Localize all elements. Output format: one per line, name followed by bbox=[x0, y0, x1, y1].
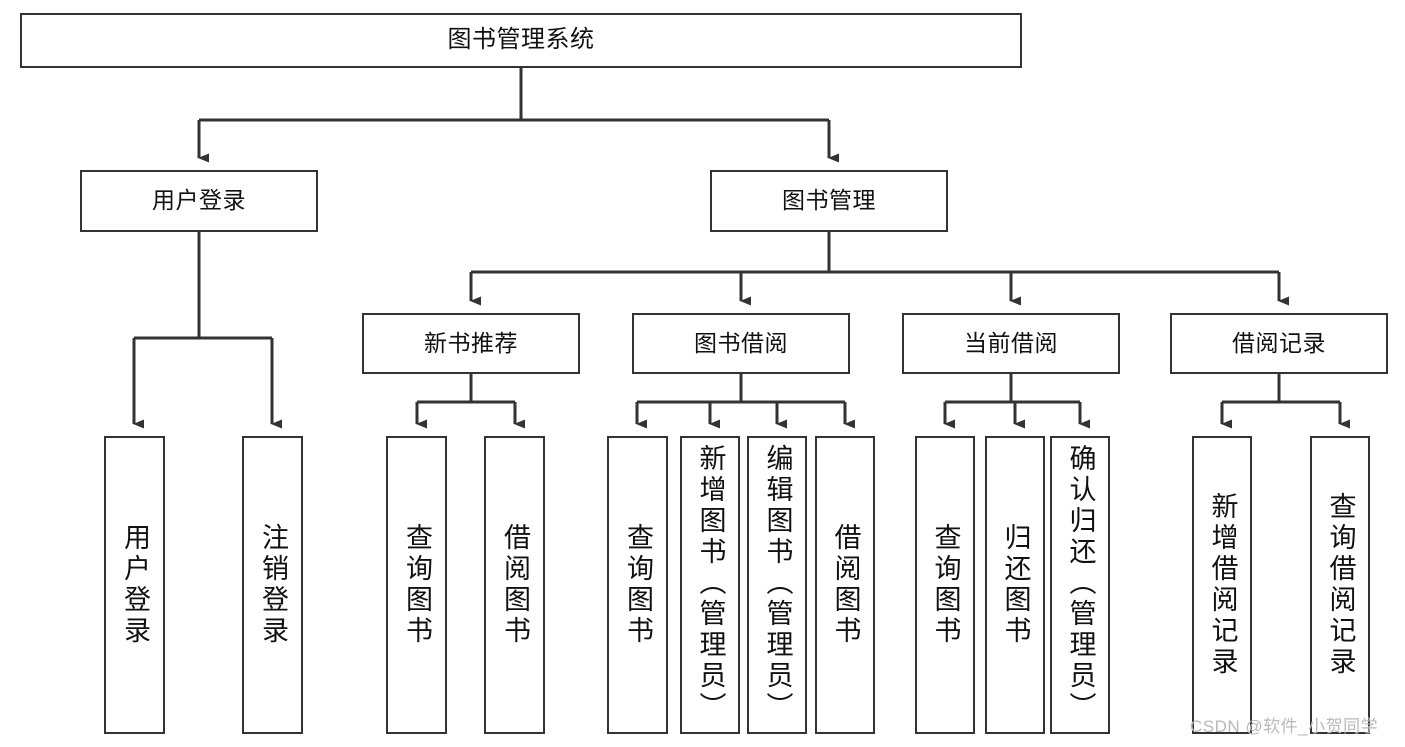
node-leaf-borrow-book-1[interactable]: 借阅图书 bbox=[484, 436, 545, 734]
node-borrow-record-label: 借阅记录 bbox=[1232, 329, 1326, 356]
node-current-borrow[interactable]: 当前借阅 bbox=[902, 313, 1120, 374]
csdn-watermark: CSDN @软件_小贺同学 bbox=[1190, 717, 1379, 736]
node-leaf-add-record-label: 新增借阅记录 bbox=[1207, 492, 1238, 678]
node-leaf-return-book[interactable]: 归还图书 bbox=[985, 436, 1045, 734]
node-leaf-query-book-1[interactable]: 查询图书 bbox=[386, 436, 447, 734]
node-leaf-query-book-1-label: 查询图书 bbox=[402, 523, 432, 647]
node-leaf-query-book-2[interactable]: 查询图书 bbox=[607, 436, 668, 734]
node-leaf-confirm-return-label: 确认归还（管理员） bbox=[1065, 444, 1096, 723]
node-root[interactable]: 图书管理系统 bbox=[20, 13, 1022, 68]
node-leaf-query-book-3-label: 查询图书 bbox=[930, 523, 961, 647]
node-leaf-logout[interactable]: 注销登录 bbox=[242, 436, 303, 734]
node-new-book-recommend[interactable]: 新书推荐 bbox=[362, 313, 580, 374]
node-leaf-borrow-book-2-label: 借阅图书 bbox=[830, 523, 861, 647]
node-leaf-edit-book[interactable]: 编辑图书（管理员） bbox=[747, 436, 807, 734]
node-root-label: 图书管理系统 bbox=[447, 26, 595, 54]
node-borrow-record[interactable]: 借阅记录 bbox=[1170, 313, 1388, 374]
node-book-borrow[interactable]: 图书借阅 bbox=[632, 313, 850, 374]
node-leaf-user-login-label: 用户登录 bbox=[120, 523, 150, 647]
node-leaf-add-book-label: 新增图书（管理员） bbox=[695, 444, 726, 723]
node-leaf-borrow-book-2[interactable]: 借阅图书 bbox=[815, 436, 875, 734]
node-new-book-recommend-label: 新书推荐 bbox=[424, 329, 518, 356]
node-book-borrow-label: 图书借阅 bbox=[694, 329, 788, 356]
node-leaf-edit-book-label: 编辑图书（管理员） bbox=[762, 444, 793, 723]
node-leaf-query-book-2-label: 查询图书 bbox=[623, 523, 653, 647]
node-leaf-query-book-3[interactable]: 查询图书 bbox=[915, 436, 975, 734]
node-user-login[interactable]: 用户登录 bbox=[80, 170, 318, 232]
node-leaf-query-record[interactable]: 查询借阅记录 bbox=[1310, 436, 1370, 734]
node-current-borrow-label: 当前借阅 bbox=[964, 329, 1058, 356]
node-user-login-label: 用户登录 bbox=[152, 187, 246, 214]
node-leaf-borrow-book-1-label: 借阅图书 bbox=[500, 523, 530, 647]
node-book-manage[interactable]: 图书管理 bbox=[710, 170, 948, 232]
node-leaf-add-record[interactable]: 新增借阅记录 bbox=[1192, 436, 1252, 734]
node-leaf-logout-label: 注销登录 bbox=[258, 523, 288, 647]
node-leaf-add-book[interactable]: 新增图书（管理员） bbox=[680, 436, 740, 734]
node-leaf-return-book-label: 归还图书 bbox=[1000, 523, 1031, 647]
node-leaf-query-record-label: 查询借阅记录 bbox=[1325, 492, 1356, 678]
node-book-manage-label: 图书管理 bbox=[782, 187, 876, 214]
node-leaf-confirm-return[interactable]: 确认归还（管理员） bbox=[1050, 436, 1110, 734]
node-leaf-user-login[interactable]: 用户登录 bbox=[104, 436, 165, 734]
